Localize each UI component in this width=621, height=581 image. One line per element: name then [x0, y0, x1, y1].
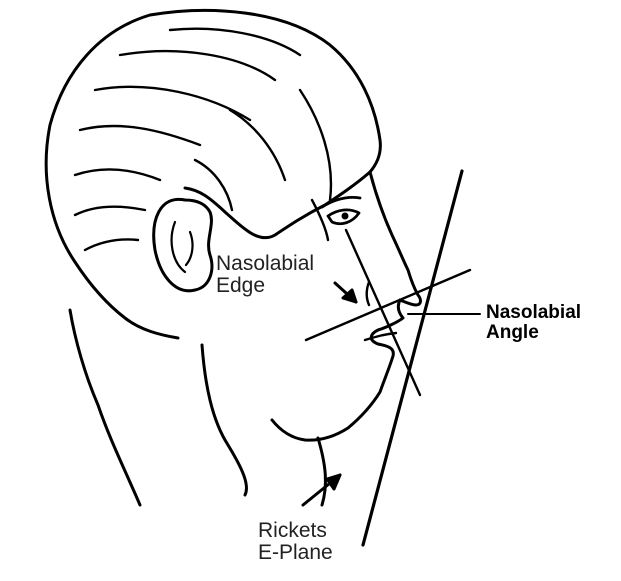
shoulder — [70, 310, 140, 505]
nasolabial-angle-label: Nasolabial Angle — [486, 303, 581, 343]
face-profile-upper — [370, 172, 420, 305]
rickets-eplane-arrowhead — [327, 475, 340, 489]
nasolabial-edge-fold — [367, 282, 369, 305]
hairline — [185, 172, 370, 238]
ear-inner — [172, 222, 193, 272]
neck-front — [318, 438, 325, 505]
neck-back — [202, 345, 246, 495]
rickets-eplane-line — [363, 171, 462, 545]
rickets-eplane-label: Rickets E-Plane — [258, 520, 333, 564]
hair-strand-lines — [75, 29, 331, 250]
pupil — [342, 213, 349, 220]
face-profile-lower — [272, 300, 403, 440]
nasolabial-edge-label: Nasolabial Edge — [216, 253, 314, 297]
ear — [154, 199, 212, 290]
nasolabial-angle-line-lower — [306, 270, 470, 340]
